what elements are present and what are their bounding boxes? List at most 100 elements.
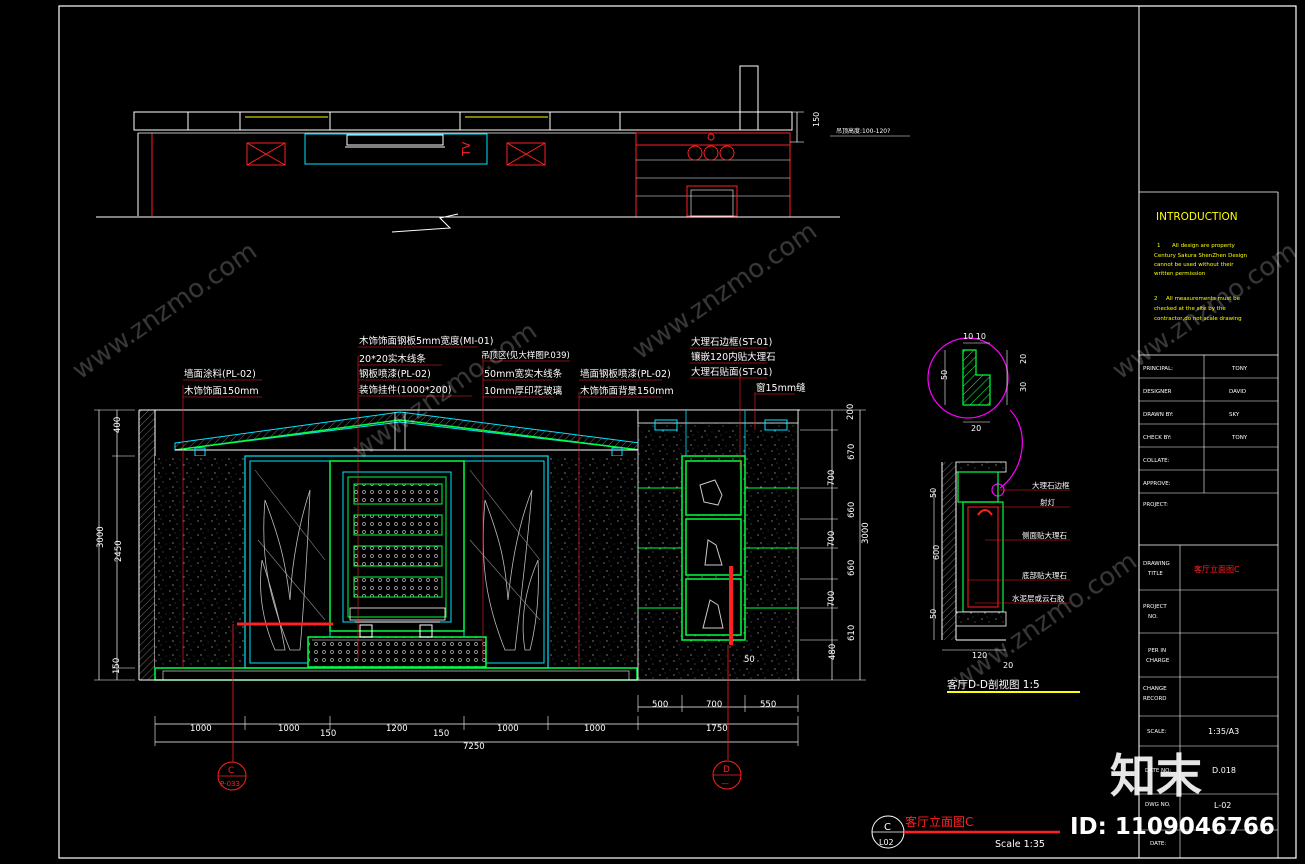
note1-line1: All design are property — [1172, 243, 1235, 249]
detail-dim-bottom: 20 — [971, 424, 981, 433]
section-callout-frame: 大理石边框 — [1032, 480, 1070, 490]
drawing-tag-letter: C — [884, 822, 891, 833]
watermark-brand: 知末 ID: 1109046766 — [1070, 749, 1275, 840]
callout-wall-steel: 墙面钢板喷漆(PL-02) — [580, 368, 671, 380]
tag-c-letter: C — [228, 766, 234, 776]
drawing-scale: Scale 1:35 — [995, 839, 1045, 850]
dim-right-670: 670 — [847, 444, 857, 460]
section-callout-bottom: 底部贴大理石 — [1022, 570, 1067, 580]
callout-glass: 10mm厚印花玻璃 — [484, 385, 562, 397]
section-callout-cement: 水泥层或云石胶 — [1012, 593, 1065, 603]
date-label: DATE: — [1150, 841, 1166, 847]
callout-marble-frame: 大理石边框(ST-01) — [691, 336, 772, 348]
dim-bottom-total: 7250 — [463, 742, 485, 752]
dim-right-700b: 700 — [827, 531, 837, 547]
dim-right-610: 610 — [847, 625, 857, 641]
note2-number: 2 — [1154, 296, 1158, 302]
note2-line2: checked at the site by the — [1154, 306, 1226, 312]
note1-line2: Century Sakura ShenZhen Design — [1154, 253, 1248, 259]
watermark-id: ID: 1109046766 — [1070, 814, 1275, 840]
note1-number: 1 — [1157, 243, 1161, 249]
dim-bottom-550: 550 — [760, 700, 776, 710]
detail-dim-top: 10 10 — [963, 332, 986, 341]
plan-height-note: 吊顶高度:100-120? — [836, 127, 890, 135]
row-principal-value: TONY — [1231, 366, 1248, 372]
drawing-title-label-2: TITLE — [1147, 571, 1163, 577]
detail-dim-right1: 20 — [1019, 354, 1028, 364]
ceiling-plan: TV 150 吊顶高度:100-120? — [96, 65, 910, 233]
section-title: 客厅D-D剖视图 1:5 — [947, 678, 1080, 693]
row-check-value: TONY — [1231, 435, 1248, 441]
section-dim-20: 20 — [1003, 661, 1013, 670]
section-tag-d: D — — [712, 645, 742, 790]
tag-d-letter: D — [723, 765, 730, 775]
section-callouts: 大理石边框 射灯 侧面贴大理石 底部贴大理石 水泥层或云石胶 — [1012, 480, 1070, 603]
change-label-2: RECORD — [1143, 696, 1167, 702]
section-callout-side: 侧面贴大理石 — [1022, 530, 1067, 540]
callout-wood-steel: 木饰饰面钢板5mm宽度(MI-01) — [359, 335, 493, 347]
row-designer-label: DESIGNER — [1143, 389, 1172, 395]
plan-dim-150: 150 — [812, 112, 821, 127]
section-detail: 10 10 50 20 30 20 50 600 50 120 20 — [927, 332, 1070, 670]
row-principal-label: PRINCIPAL: — [1143, 366, 1173, 372]
date-no-label: DATE NO: — [1145, 768, 1171, 774]
note1-line3: cannot be used without their — [1154, 262, 1234, 268]
scale-value: 1:35/A3 — [1208, 727, 1239, 736]
row-drawn-value: SKY — [1229, 412, 1240, 418]
drawing-title-text: 客厅立面图C — [905, 814, 973, 829]
callout-steel-paint: 钢板喷漆(PL-02) — [359, 368, 431, 380]
section-dim-120: 120 — [972, 651, 987, 660]
living-room-elevation — [138, 346, 800, 681]
drawing-title: C L02 客厅立面图C Scale 1:35 — [871, 814, 1060, 850]
dwg-no-value: L-02 — [1214, 801, 1231, 810]
dim-bottom-700: 700 — [706, 700, 722, 710]
project-no-label-1: PROJECT — [1143, 604, 1167, 610]
callout-marble-face: 大理石贴面(ST-01) — [691, 366, 772, 378]
dim-right-660b: 660 — [847, 560, 857, 576]
project-label: PROJECT: — [1143, 502, 1168, 508]
dim-left-400: 400 — [113, 417, 123, 433]
dim-bottom-1000c: 1000 — [497, 724, 519, 734]
elevation-right-dimensions: 200 670 700 660 700 660 700 610 480 3000 — [800, 404, 871, 681]
callout-marble-inlay: 镶嵌120内贴大理石 — [691, 351, 776, 363]
callout-ceiling-zone: 吊顶区(见大样图P.039) — [481, 350, 570, 361]
elevation-left-dimensions: 400 3000 2450 150 — [94, 409, 135, 681]
dwg-no-label: DWG NO. — [1145, 802, 1171, 808]
change-label-1: CHANGE — [1143, 686, 1167, 692]
callout-timber-strip: 20*20实木线条 — [359, 353, 426, 365]
project-no-label-2: NO. — [1148, 614, 1158, 620]
dim-bottom-1000a: 1000 — [190, 724, 212, 734]
detail-dim-left: 50 — [940, 370, 949, 380]
dim-right-200: 200 — [846, 404, 856, 420]
dim-right-660a: 660 — [847, 502, 857, 518]
note2-line1: All measurements must be — [1166, 296, 1241, 302]
section-callout-spotlight: 射灯 — [1040, 497, 1056, 507]
drawing-title-label-1: DRAWING — [1143, 561, 1170, 567]
callout-wood-line: 50mm宽实木线条 — [484, 368, 563, 380]
dim-right-3000: 3000 — [861, 522, 871, 544]
callout-wood-trim: 木饰饰面150mm — [184, 385, 259, 397]
callout-wood-back: 木饰饰面背景150mm — [580, 385, 674, 397]
row-drawn-label: DRAWN BY: — [1143, 412, 1174, 418]
callout-wall-paint: 墙面涂料(PL-02) — [184, 368, 256, 380]
dim-bottom-1000b: 1000 — [278, 724, 300, 734]
dim-bottom-150a: 150 — [320, 729, 336, 739]
elevation-callouts: 墙面涂料(PL-02) 木饰饰面150mm 木饰饰面钢板5mm宽度(MI-01)… — [184, 335, 806, 397]
row-collate-label: COLLATE: — [1143, 458, 1170, 464]
dim-left-150: 150 — [112, 658, 122, 674]
scale-label: SCALE: — [1147, 729, 1167, 735]
row-designer-value: DAVID — [1229, 389, 1246, 395]
section-tag-c: C P-033 — [217, 624, 247, 791]
dim-left-3000: 3000 — [96, 526, 106, 548]
tag-d-sheet: — — [721, 779, 729, 788]
introduction-heading: INTRODUCTION — [1156, 211, 1238, 223]
person-label-2: CHARGE — [1146, 658, 1170, 664]
detail-dim-right2: 30 — [1019, 382, 1028, 392]
watermark-url-1: www.znzmo.com — [67, 236, 263, 386]
section-dim-50b: 50 — [929, 609, 938, 619]
section-title-text: 客厅D-D剖视图 1:5 — [947, 678, 1040, 691]
dim-left-2450: 2450 — [114, 540, 124, 562]
elevation-bottom-dimensions: 500 700 550 1000 1000 1200 1000 1000 175… — [154, 655, 799, 752]
dim-right-480: 480 — [828, 644, 838, 660]
dim-bottom-1200: 1200 — [386, 724, 408, 734]
